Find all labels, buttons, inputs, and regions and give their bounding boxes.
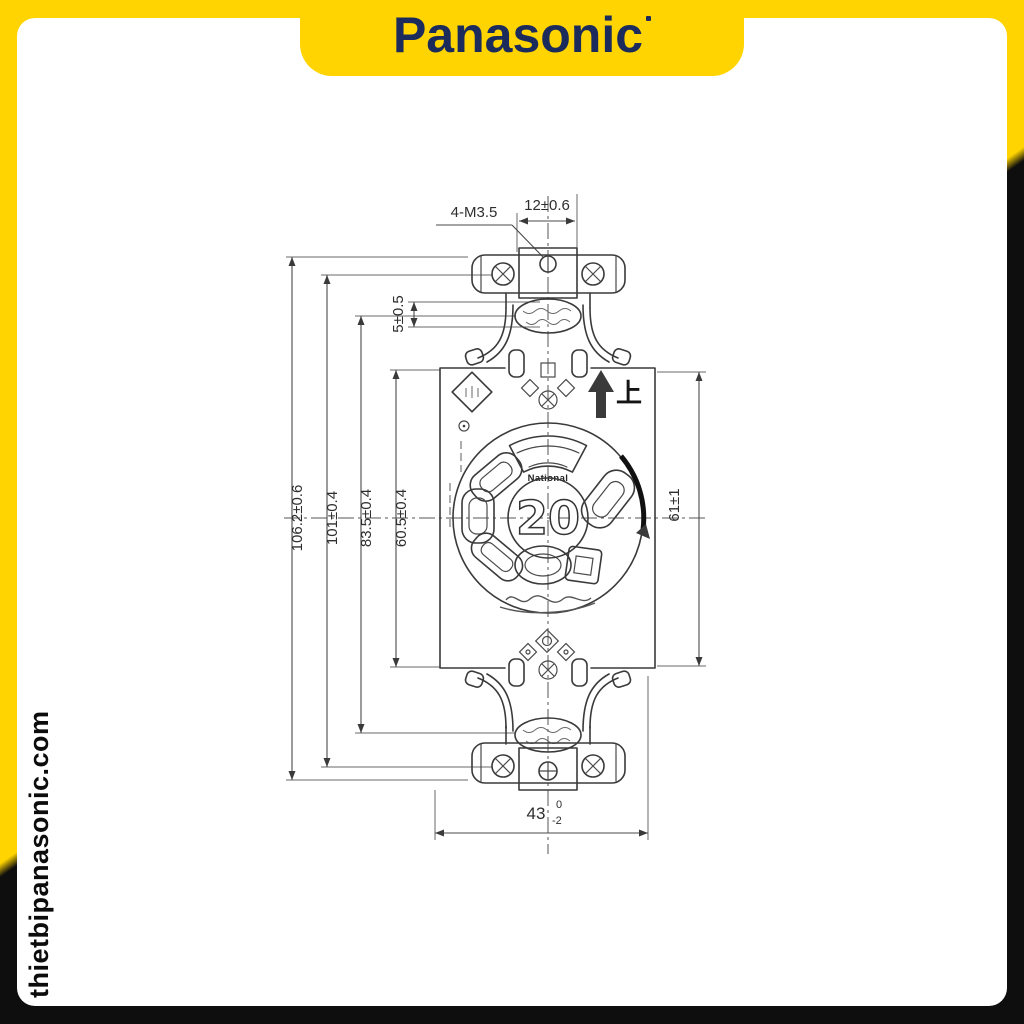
content-card [17,18,1007,1006]
trademark-mark [646,16,652,21]
brand-logo-tab: Panasonic [300,0,744,76]
brand-logo: Panasonic [392,7,644,63]
dim-43-value: 43 [527,804,546,823]
bottom-center-screw [538,761,558,781]
certification-diamond-mark [451,371,493,472]
right-slot [580,469,636,529]
dim-43-label: 43 0 -2 [527,799,563,827]
bottom-terminal-cluster [518,628,576,680]
bottom-left-screw [491,754,515,778]
top-right-screw [581,262,605,286]
leader-line [436,224,545,259]
dim-43-tol-upper: 0 [556,799,562,811]
receptacle-face: National 20 [452,422,650,614]
dim-61-label: 61±1 [666,488,683,521]
extension-lines [286,194,706,840]
centerlines [284,196,708,854]
orientation-mark: 上 [588,370,642,418]
dimension-labels: 4-M3.5 12±0.6 5±0.5 106.2±0.6 101±0.4 83… [289,197,683,827]
bottom-neck [464,658,632,753]
bottom-slot [514,545,603,585]
screw-note-label: 4-M3.5 [451,204,498,221]
script-signature [499,595,596,614]
dim-106-label: 106.2±0.6 [289,485,306,552]
dim-83-label: 83.5±0.4 [358,489,375,547]
up-kanji-label: 上 [616,379,642,409]
rating-value: 20 [516,491,580,545]
top-left-screw [491,262,515,286]
dim-12-label: 12±0.6 [524,197,570,214]
top-terminal-cluster [520,362,576,410]
dim-60-label: 60.5±0.4 [393,489,410,547]
bottom-right-screw [581,754,605,778]
rating-badge: 20 [507,477,589,559]
top-mounting-strap [471,247,626,299]
dim-5-label: 5±0.5 [390,295,407,332]
up-arrow-icon [588,370,614,418]
top-arc-slot [508,435,588,473]
dim-43-tol-lower: -2 [552,815,562,827]
bottom-oval-slot [514,717,582,753]
top-neck [464,292,632,378]
dim-101-label: 101±0.4 [324,491,341,545]
lock-rotation-arrow [619,454,650,539]
top-center-screw [539,254,557,274]
site-watermark: thietbipanasonic.com [24,710,54,998]
device-body [439,367,656,669]
left-slot [461,488,495,544]
dimension-lines [288,217,703,837]
top-oval-slot [514,298,582,334]
bottom-mounting-strap [471,742,626,791]
